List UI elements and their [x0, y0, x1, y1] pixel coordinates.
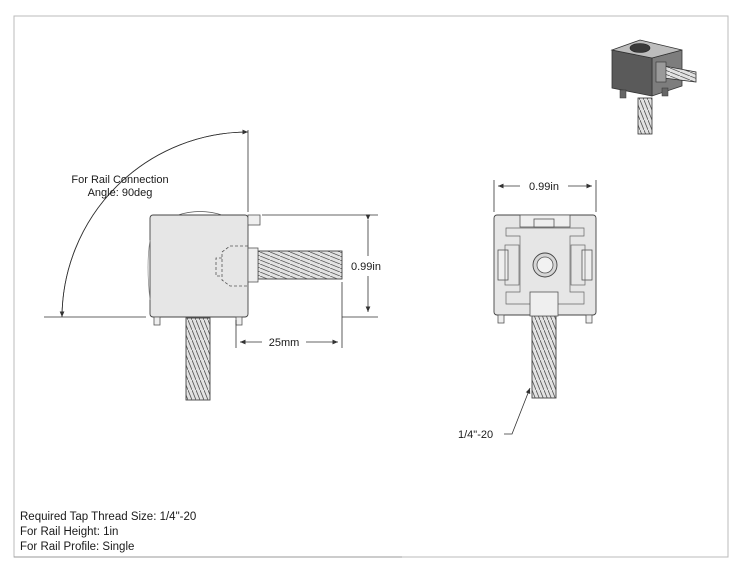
note-tap-thread: Required Tap Thread Size: 1/4"-20: [20, 511, 196, 523]
side-horizontal-bolt: [257, 250, 343, 280]
angle-label-line1: For Rail Connection: [71, 174, 168, 186]
width-label: 0.99in: [529, 181, 559, 193]
height-label: 0.99in: [351, 261, 381, 273]
front-view: [493, 214, 597, 399]
bolt-length-dimension: [235, 282, 343, 348]
angle-label-line2: Angle: 90deg: [88, 187, 153, 199]
width-dimension: [493, 180, 597, 212]
thread-callout: 1/4"-20: [458, 429, 493, 441]
note-rail-profile: For Rail Profile: Single: [20, 541, 134, 553]
bolt-length-label: 25mm: [269, 337, 300, 349]
thread-leader: [504, 387, 531, 435]
note-rail-height: For Rail Height: 1in: [20, 526, 118, 538]
side-bottom-bolt: [185, 317, 211, 401]
height-dimension: [262, 214, 378, 318]
isometric-view: [610, 39, 697, 135]
side-view: [147, 211, 343, 401]
angle-dimension: [44, 129, 249, 318]
front-bolt: [531, 315, 557, 399]
side-block: [149, 214, 249, 318]
